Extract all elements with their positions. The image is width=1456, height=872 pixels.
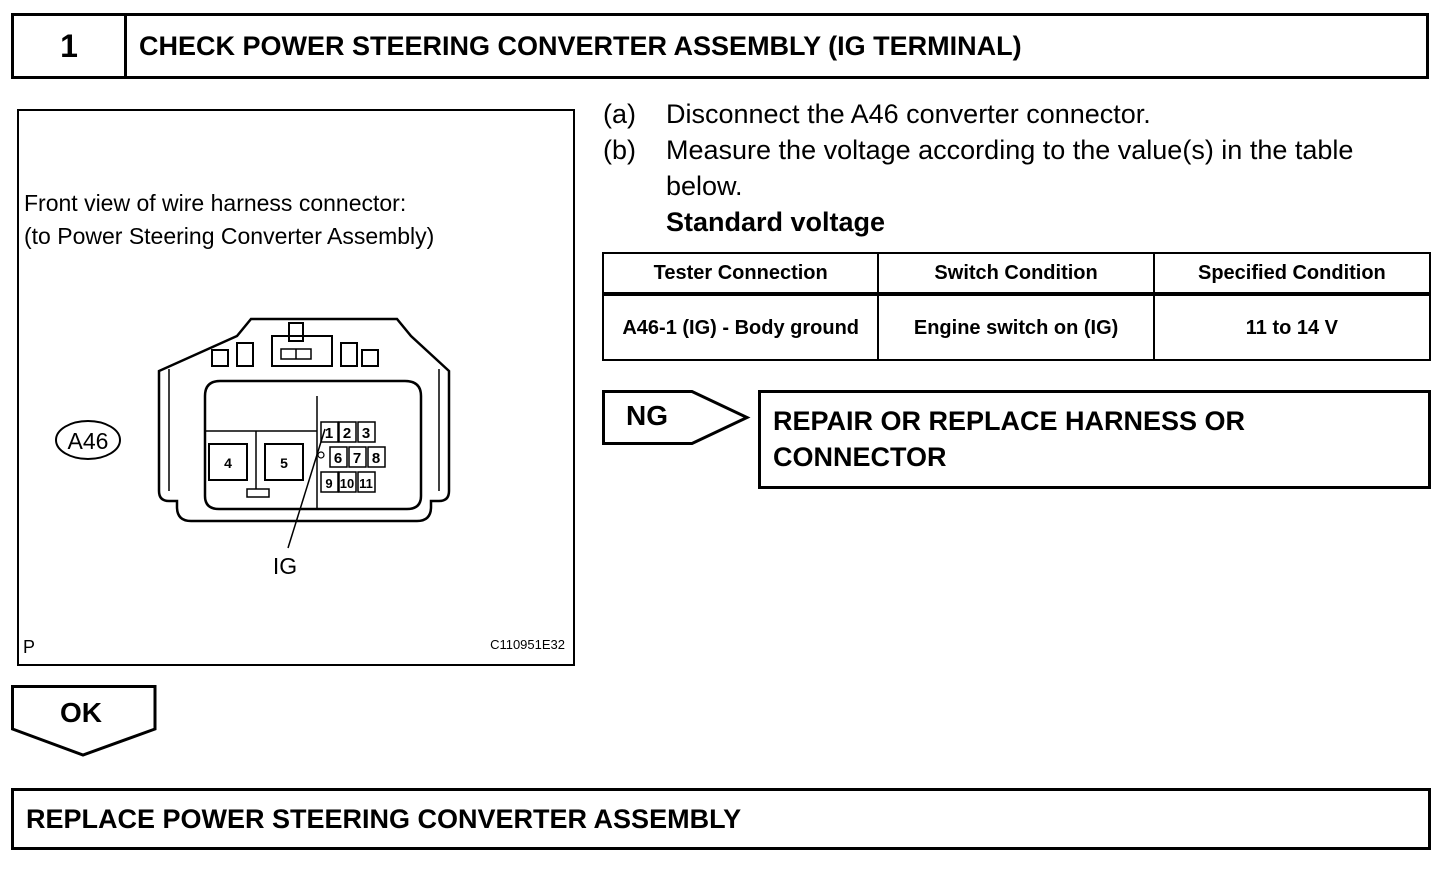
ng-label: NG	[626, 400, 668, 431]
instructions: (a) Disconnect the A46 converter connect…	[603, 96, 1423, 240]
terminal-grid	[320, 421, 386, 493]
instruction-label: (a)	[603, 99, 636, 129]
terminal-6: 6	[334, 450, 342, 467]
terminal-3: 3	[362, 425, 370, 442]
standard-voltage-table: Tester Connection Switch Condition Speci…	[601, 252, 1432, 361]
connector-figure: Front view of wire harness connector: (t…	[17, 109, 575, 666]
ng-action-box: REPAIR OR REPLACE HARNESS OR CONNECTOR	[758, 390, 1431, 489]
ok-arrow-icon	[11, 685, 157, 757]
table-header: Specified Condition	[1152, 252, 1432, 296]
table-cell: Engine switch on (IG)	[877, 293, 1155, 361]
terminal-5-cavity	[264, 443, 304, 481]
table-row: A46-1 (IG) - Body ground Engine switch o…	[601, 293, 1432, 361]
terminal-2: 2	[343, 425, 351, 442]
step-title: CHECK POWER STEERING CONVERTER ASSEMBLY …	[139, 30, 1022, 61]
terminal-4-cavity	[208, 443, 248, 481]
step-header: 1 CHECK POWER STEERING CONVERTER ASSEMBL…	[11, 13, 1429, 79]
ig-label: IG	[273, 553, 297, 579]
step-number: 1	[14, 16, 127, 76]
table-header: Switch Condition	[877, 252, 1155, 296]
ig-pointer-line	[287, 428, 326, 549]
instruction-text: Measure the voltage according to the val…	[666, 135, 1354, 201]
table-header-row: Tester Connection Switch Condition Speci…	[601, 252, 1432, 296]
ok-action-box: REPLACE POWER STEERING CONVERTER ASSEMBL…	[11, 788, 1431, 850]
terminal-7: 7	[353, 450, 361, 467]
standard-voltage-title: Standard voltage	[666, 207, 886, 237]
instruction-a: (a) Disconnect the A46 converter connect…	[603, 96, 1423, 132]
table-cell: A46-1 (IG) - Body ground	[601, 293, 880, 361]
caption-line-1: Front view of wire harness connector:	[24, 190, 407, 216]
connector-cavity	[203, 379, 423, 511]
connector-label: A46	[68, 428, 109, 454]
instruction-label: (b)	[603, 135, 636, 165]
table-header: Tester Connection	[601, 252, 880, 296]
terminal-9: 9	[325, 476, 332, 491]
ok-label: OK	[60, 697, 102, 728]
ng-arrow-icon	[602, 390, 751, 445]
connector-housing	[157, 317, 451, 523]
illustration-id: C110951E32	[490, 637, 565, 652]
connector-diagram: A46 4 5 1 2 3	[55, 317, 451, 579]
terminal-8: 8	[372, 450, 380, 467]
terminal-4: 4	[224, 455, 232, 471]
terminal-11: 11	[359, 476, 373, 491]
instruction-text: Disconnect the A46 converter connector.	[666, 99, 1151, 129]
figure-corner-mark: P	[23, 637, 36, 657]
terminal-1: 1	[325, 425, 333, 442]
caption-line-2: (to Power Steering Converter Assembly)	[24, 223, 435, 249]
instruction-b: (b) Measure the voltage according to the…	[603, 132, 1423, 204]
terminal-5: 5	[280, 455, 288, 471]
terminal-10: 10	[340, 476, 354, 491]
connector-label-ellipse	[55, 420, 121, 460]
table-cell: 11 to 14 V	[1152, 293, 1432, 361]
figure-caption: Front view of wire harness connector: (t…	[24, 187, 434, 253]
